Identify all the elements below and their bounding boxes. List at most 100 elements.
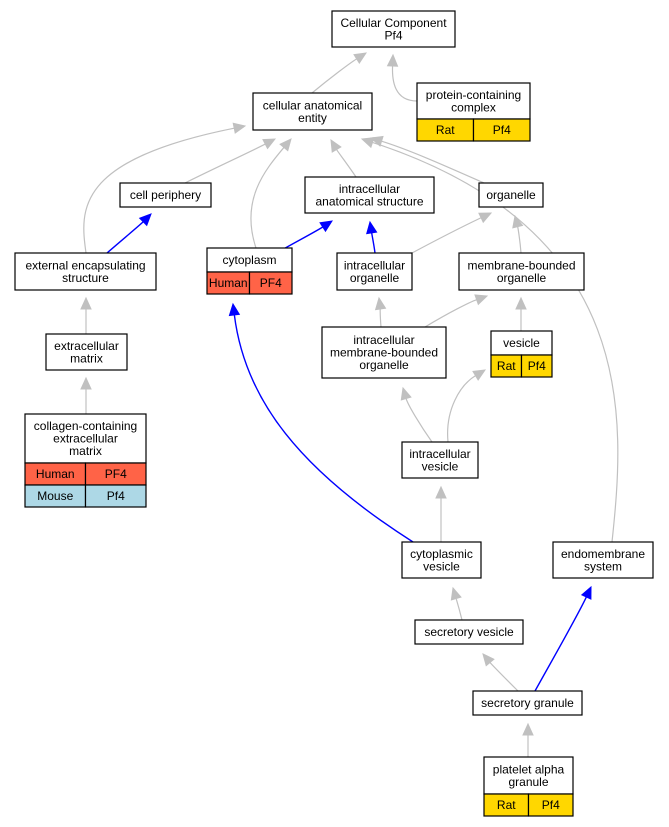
arrowhead-icon bbox=[515, 296, 527, 310]
node-box bbox=[472, 690, 583, 716]
node-label: matrix bbox=[69, 444, 102, 458]
node-label: intracellular bbox=[344, 258, 405, 272]
gene-label: Pf4 bbox=[542, 798, 560, 812]
edge-intracellular-vesicle-to-intracellular-membrane-bounded-organelle bbox=[400, 386, 433, 443]
node-collagen-containing-ecm[interactable]: collagen-containingextracellularmatrixHu… bbox=[24, 413, 147, 508]
node-box bbox=[14, 252, 157, 291]
edges-layer bbox=[80, 52, 619, 757]
edge-endomembrane-system-to-cellular-anatomical-entity bbox=[360, 137, 619, 543]
node-box bbox=[401, 541, 482, 579]
species-label: Rat bbox=[436, 123, 455, 137]
edge-line bbox=[379, 307, 382, 328]
edge-line bbox=[411, 217, 482, 254]
node-secretory-vesicle[interactable]: secretory vesicle bbox=[414, 619, 524, 645]
arrowhead-icon bbox=[472, 369, 487, 381]
edge-membrane-bounded-organelle-to-organelle bbox=[512, 214, 524, 254]
edge-line bbox=[447, 375, 476, 443]
node-cell-periphery[interactable]: cell periphery bbox=[119, 182, 212, 208]
edge-line bbox=[311, 58, 357, 94]
edge-secretory-vesicle-to-cytoplasmic-vesicle bbox=[450, 586, 463, 621]
edge-line bbox=[405, 398, 433, 443]
arrowhead-icon bbox=[450, 586, 462, 601]
node-label: matrix bbox=[70, 351, 103, 365]
edge-intracellular-membrane-bounded-organelle-to-intracellular-organelle bbox=[374, 296, 387, 328]
node-box bbox=[416, 82, 531, 120]
edge-cell-periphery-to-cellular-anatomical-entity bbox=[184, 138, 277, 184]
node-box bbox=[119, 182, 212, 208]
arrowhead-icon bbox=[374, 296, 387, 311]
edge-intracellular-membrane-bounded-organelle-to-membrane-bounded-organelle bbox=[424, 294, 489, 328]
node-label: endomembrane bbox=[561, 547, 645, 561]
node-box bbox=[206, 247, 293, 273]
node-organelle[interactable]: organelle bbox=[478, 182, 544, 208]
arrowhead-icon bbox=[400, 386, 412, 401]
arrowhead-icon bbox=[80, 376, 92, 390]
node-label: intracellular bbox=[339, 182, 400, 196]
arrowhead-icon bbox=[232, 122, 247, 134]
edge-secretory-granule-to-endomembrane-system bbox=[534, 585, 592, 692]
arrowhead-icon bbox=[138, 213, 152, 227]
arrowhead-icon bbox=[360, 137, 375, 149]
node-label: Pf4 bbox=[384, 28, 402, 42]
arrowhead-icon bbox=[386, 53, 399, 67]
edge-line bbox=[391, 65, 418, 102]
arrowhead-icon bbox=[478, 212, 493, 224]
edge-organelle-to-cellular-anatomical-entity bbox=[369, 135, 485, 184]
edge-line bbox=[372, 141, 619, 543]
edge-protein-complex-to-cellular-component bbox=[386, 53, 418, 102]
node-label: organelle bbox=[486, 188, 536, 202]
node-label: platelet alpha bbox=[493, 762, 565, 776]
node-label: cell periphery bbox=[130, 188, 201, 202]
node-label: collagen-containing bbox=[34, 419, 137, 433]
edge-intracellular-vesicle-to-vesicle bbox=[447, 369, 487, 443]
arrowhead-icon bbox=[482, 653, 495, 667]
edge-secretory-granule-to-secretory-vesicle bbox=[482, 653, 519, 692]
arrowhead-icon bbox=[474, 294, 489, 306]
node-box bbox=[414, 619, 524, 645]
node-secretory-granule[interactable]: secretory granule bbox=[472, 690, 583, 716]
node-box bbox=[478, 182, 544, 208]
node-label: intracellular bbox=[353, 333, 414, 347]
node-box bbox=[304, 176, 435, 214]
node-label: organelle bbox=[497, 271, 547, 285]
nodes-layer: Cellular ComponentPf4protein-containingc… bbox=[14, 10, 654, 817]
node-label: granule bbox=[508, 775, 548, 789]
node-label: complex bbox=[451, 100, 496, 114]
edge-extracellular-matrix-to-external-encapsulating-structure bbox=[80, 296, 92, 335]
node-label: extracellular bbox=[53, 432, 118, 446]
node-label: secretory vesicle bbox=[424, 625, 514, 639]
edge-line bbox=[489, 662, 519, 692]
edge-line bbox=[424, 299, 477, 328]
node-label: protein-containing bbox=[426, 88, 521, 102]
node-label: entity bbox=[298, 111, 327, 125]
species-label: Rat bbox=[497, 798, 516, 812]
node-box bbox=[45, 333, 128, 371]
node-label: membrane-bounded bbox=[467, 258, 575, 272]
edge-intracellular-organelle-to-intracellular-anatomical-structure bbox=[366, 220, 378, 254]
arrowhead-icon bbox=[435, 485, 447, 499]
node-label: system bbox=[584, 559, 622, 573]
edge-line bbox=[534, 596, 588, 692]
gene-label: PF4 bbox=[105, 467, 127, 481]
edge-line bbox=[370, 232, 376, 254]
arrowhead-icon bbox=[330, 138, 342, 153]
gene-label: Pf4 bbox=[528, 359, 546, 373]
arrowhead-icon bbox=[512, 214, 524, 229]
arrowhead-icon bbox=[580, 585, 592, 600]
